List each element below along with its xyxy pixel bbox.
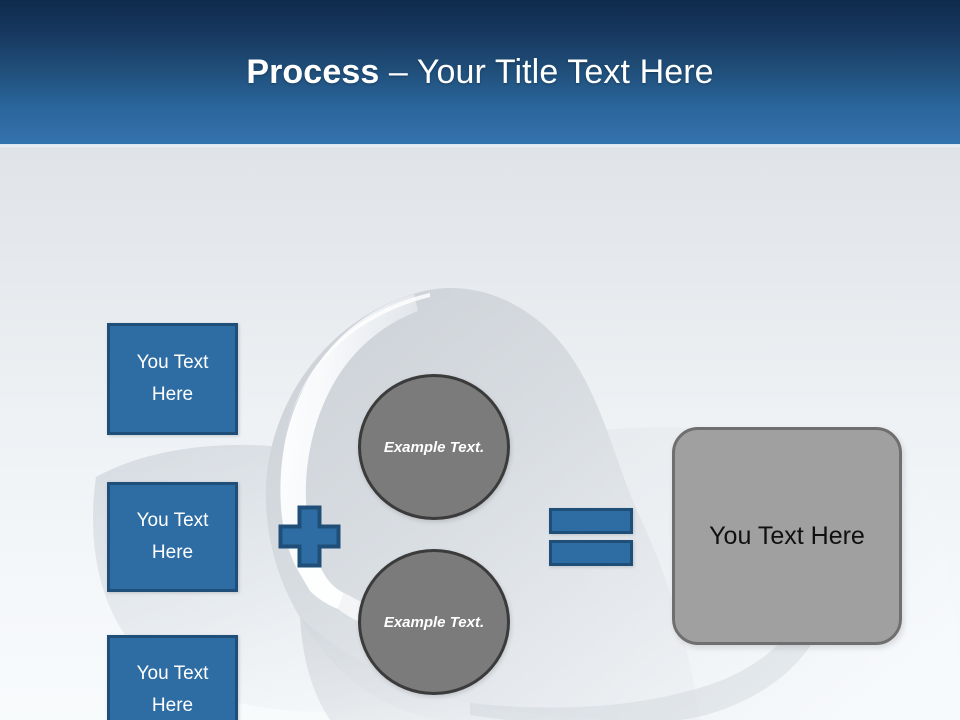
input-box-3[interactable]: You Text Here [107,635,238,720]
input-box-2[interactable]: You Text Here [107,482,238,592]
process-circle-2-label: Example Text. [383,613,485,631]
input-box-2-label: You Text Here [136,510,209,563]
result-box[interactable]: You Text Here [672,427,902,645]
input-box-3-label: You Text Here [136,663,209,716]
title-emphasis: Process [246,53,380,91]
equals-bar-bottom [549,540,633,566]
equals-operator-icon [549,508,633,566]
header-divider [0,144,960,147]
input-box-1[interactable]: You Text Here [107,323,238,435]
process-circle-1-label: Example Text. [383,438,485,456]
process-circle-1[interactable]: Example Text. [358,374,510,520]
plus-operator-icon [278,505,341,568]
title-separator: – [379,53,417,91]
result-box-label: You Text Here [709,522,865,550]
slide-header-band: Process – Your Title Text Here [0,0,960,144]
input-box-1-label: You Text Here [136,352,209,405]
title-rest: Your Title Text Here [416,53,714,91]
slide-body: You Text Here You Text Here You Text Her… [0,147,960,720]
equals-bar-top [549,508,633,534]
page-title: Process – Your Title Text Here [0,50,960,94]
process-circle-2[interactable]: Example Text. [358,549,510,695]
